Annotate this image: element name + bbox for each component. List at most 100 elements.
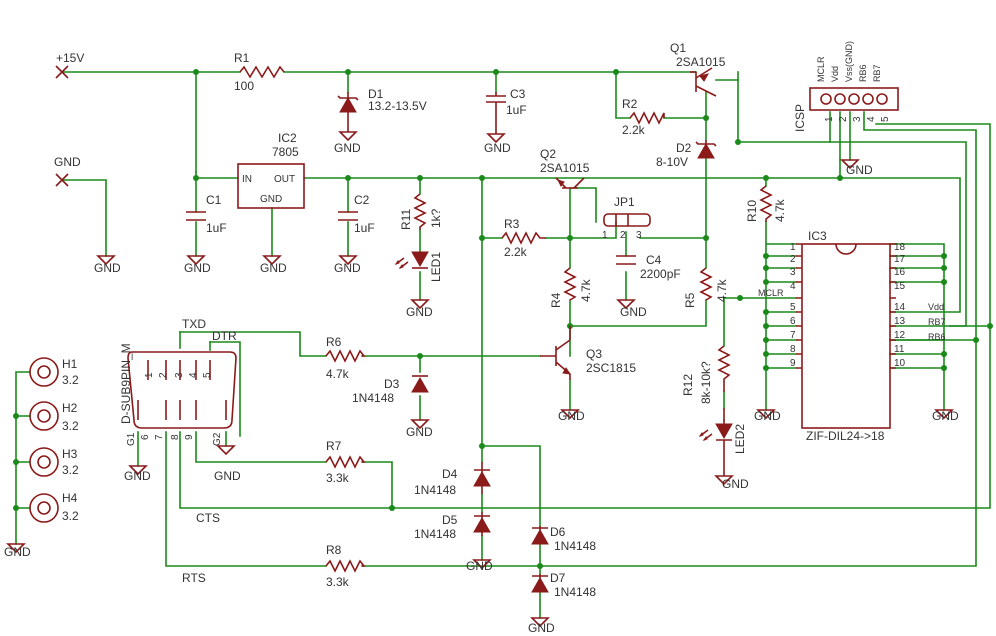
ic3-pin-7: 7 bbox=[790, 330, 796, 341]
net-cts: CTS bbox=[196, 511, 220, 525]
vin-terminal: +15V bbox=[55, 51, 84, 79]
c4-ref: C4 bbox=[646, 253, 662, 267]
ic3-ref: IC3 bbox=[808, 229, 827, 243]
d3-ref: D3 bbox=[384, 377, 400, 391]
dsub-pin-7: 7 bbox=[154, 434, 165, 440]
dsub-ref: D-SUB9PIN_M bbox=[119, 343, 133, 424]
d5-diode: D5 1N4148 bbox=[414, 512, 491, 541]
d1-ref: D1 bbox=[368, 87, 384, 101]
r8-ref: R8 bbox=[326, 543, 342, 557]
gnd-symbol-ic3-right: GND bbox=[932, 409, 959, 423]
net-rts: RTS bbox=[182, 571, 206, 585]
gnd-symbol-d1: GND bbox=[334, 131, 361, 155]
q1-transistor: Q1 2SA1015 bbox=[670, 41, 726, 97]
r11-ref: R11 bbox=[399, 209, 413, 230]
icsp-num-3: 3 bbox=[852, 116, 863, 122]
h3-value: 3.2 bbox=[62, 463, 79, 477]
gnd-terminal: GND bbox=[54, 155, 81, 187]
icsp-pin-rb7: RB7 bbox=[872, 64, 882, 82]
ic3-pin-1: 1 bbox=[790, 242, 796, 253]
ic3-pin-6: 6 bbox=[790, 316, 796, 327]
q2-ref: Q2 bbox=[540, 147, 556, 161]
r7-resistor: R7 3.3k bbox=[325, 439, 366, 485]
ic2-pin-gnd: GND bbox=[260, 194, 282, 205]
icsp-pin-rb6: RB6 bbox=[858, 64, 868, 82]
dsub-pin-1: 1 bbox=[144, 372, 155, 378]
hole-h4: H4 3.2 bbox=[29, 491, 79, 523]
c2-ref: C2 bbox=[354, 193, 370, 207]
r3-value: 2.2k bbox=[504, 245, 528, 259]
c4-capacitor: C4 2200pF bbox=[616, 253, 681, 281]
gnd-label-d1: GND bbox=[334, 141, 361, 155]
ic3-pin-10: 10 bbox=[894, 358, 906, 369]
h1-value: 3.2 bbox=[62, 373, 79, 387]
gnd-symbol-g2: GND bbox=[214, 445, 241, 483]
hole-h1: H1 3.2 bbox=[29, 357, 79, 387]
r12-resistor: R12 8k-10k? bbox=[681, 345, 731, 404]
d4-value: 1N4148 bbox=[414, 483, 456, 497]
c2-value: 1uF bbox=[354, 221, 375, 235]
dsub9-connector: D-SUB9PIN_M 1 2 3 4 5 6 7 8 9 G1 G2 bbox=[119, 343, 237, 446]
ic3-pin-4: 4 bbox=[790, 281, 796, 292]
dsub-top-pin-numbers: 1 2 3 4 5 bbox=[144, 372, 213, 378]
gnd-label-led1: GND bbox=[406, 305, 433, 319]
gnd-label-g2: GND bbox=[214, 469, 241, 483]
d7-ref: D7 bbox=[550, 571, 566, 585]
r1-resistor: R1 100 bbox=[234, 51, 285, 93]
dsub-pin-8: 8 bbox=[170, 434, 181, 440]
gnd-symbol-c4: GND bbox=[616, 299, 647, 319]
r11-resistor: R11 1k? bbox=[399, 193, 443, 230]
junctions bbox=[13, 69, 993, 569]
net-dtr: DTR bbox=[212, 329, 237, 343]
d6-diode: D6 1N4148 bbox=[531, 525, 596, 553]
mounting-holes: H1 3.2 H2 3.2 H3 3.2 H4 3.2 bbox=[29, 357, 79, 523]
icsp-pin-numbers: 1 2 3 4 5 bbox=[824, 116, 891, 122]
gnd-symbol-c2: GND bbox=[334, 255, 361, 275]
dsub-pin-6: 6 bbox=[140, 434, 151, 440]
gnd-label-in: GND bbox=[94, 261, 121, 275]
dsub-bottom-pin-numbers: 6 7 8 9 bbox=[140, 434, 195, 440]
ic3-sig-mclr: MCLR bbox=[758, 288, 784, 298]
q1-value: 2SA1015 bbox=[676, 55, 726, 69]
ic3-pin-12: 12 bbox=[894, 330, 906, 341]
r1-ref: R1 bbox=[234, 51, 250, 65]
gnd-label-d7: GND bbox=[528, 621, 555, 635]
ic3-left-pin-numbers: 1 2 3 4 5 6 7 8 9 bbox=[790, 242, 796, 369]
r6-ref: R6 bbox=[326, 335, 342, 349]
gnd-symbol-icsp: GND bbox=[840, 159, 873, 177]
gnd-label-d5: GND bbox=[466, 559, 493, 573]
q3-transistor: Q3 2SC1815 bbox=[540, 326, 636, 380]
r3-ref: R3 bbox=[504, 217, 520, 231]
icsp-pin-mclr: MCLR bbox=[816, 56, 826, 82]
d4-ref: D4 bbox=[442, 467, 458, 481]
icsp-ref: ICSP bbox=[793, 104, 807, 132]
icsp-pin-labels: MCLR Vdd Vss(GND) RB6 RB7 bbox=[816, 41, 882, 82]
h3-ref: H3 bbox=[62, 447, 78, 461]
r2-resistor: R2 2.2k bbox=[622, 97, 665, 137]
r4-resistor: R4 4.7k bbox=[549, 267, 593, 308]
gnd-symbol-ic3-left: GND bbox=[754, 409, 781, 423]
c3-capacitor: C3 1uF bbox=[486, 87, 527, 134]
c3-value: 1uF bbox=[506, 103, 527, 117]
gnd-label-c3: GND bbox=[484, 141, 511, 155]
gnd-label-led2: GND bbox=[722, 477, 749, 491]
r1-value: 100 bbox=[234, 79, 254, 93]
r10-value: 4.7k bbox=[773, 198, 787, 222]
d7-diode: D7 1N4148 bbox=[531, 571, 596, 599]
q3-value: 2SC1815 bbox=[586, 361, 636, 375]
gnd-symbol-ic2: GND bbox=[260, 255, 287, 275]
icsp-num-1: 1 bbox=[824, 116, 835, 122]
icsp-header: ICSP MCLR Vdd Vss(GND) RB6 RB7 1 2 3 4 5 bbox=[793, 41, 899, 132]
r5-ref: R5 bbox=[683, 292, 697, 308]
gnd-label-c1: GND bbox=[184, 261, 211, 275]
r12-value: 8k-10k? bbox=[699, 361, 713, 404]
ic3-pin-18: 18 bbox=[894, 242, 906, 253]
ic3-pin-5: 5 bbox=[790, 302, 796, 313]
jp1-pin1: 1 bbox=[602, 230, 608, 241]
ic3-pin-3: 3 bbox=[790, 267, 796, 278]
gnd-in-label: GND bbox=[54, 155, 81, 169]
r2-value: 2.2k bbox=[622, 123, 646, 137]
gnd-symbol-led2: GND bbox=[714, 475, 749, 491]
r12-ref: R12 bbox=[681, 374, 695, 396]
